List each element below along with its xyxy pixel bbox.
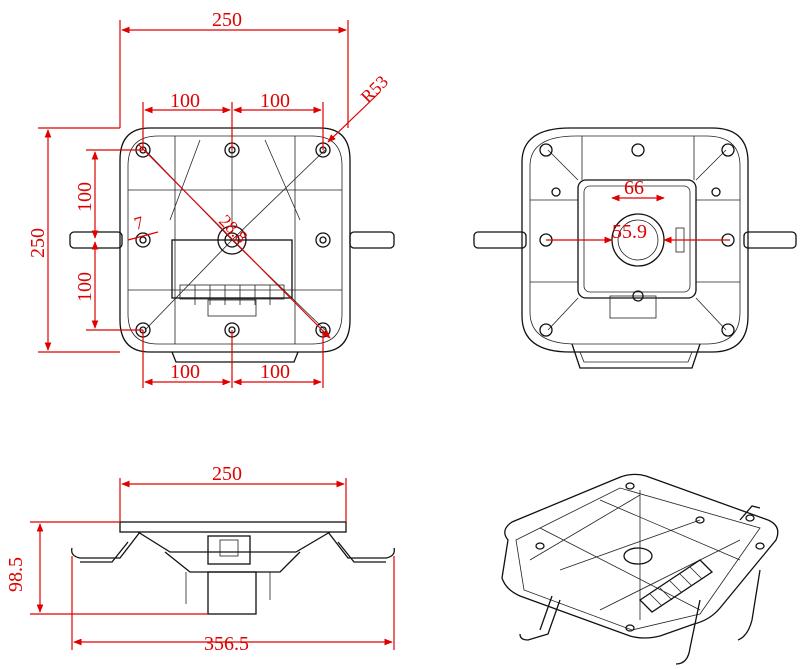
dim-vertical-bottom-100: 100	[74, 272, 96, 302]
right-pin	[349, 231, 395, 249]
dim-bottom-right-100: 100	[260, 361, 290, 383]
dim-vertical-top-100: 100	[74, 182, 96, 212]
mechanism-box	[171, 239, 293, 299]
underside-handle	[571, 343, 701, 369]
underside-view: 66 55.9	[473, 127, 797, 369]
dim-side-356-5: 356.5	[204, 633, 249, 655]
right-hook	[327, 531, 395, 563]
center-bore	[217, 225, 247, 255]
side-view: 250 98.5 356.5	[5, 463, 395, 655]
left-pin	[69, 231, 123, 249]
underside-plate-outline	[521, 127, 749, 353]
plate-outline	[119, 127, 351, 353]
iso-handle	[675, 569, 761, 665]
dim-width-250: 250	[212, 9, 242, 31]
dim-bottom-left-100: 100	[170, 361, 200, 383]
dim-side-98-5: 98.5	[5, 557, 27, 592]
handle	[171, 351, 299, 363]
dim-inner-66: 66	[624, 177, 644, 199]
side-plate	[119, 521, 347, 533]
dim-side-250: 250	[212, 463, 242, 485]
dim-hole-7: 7	[132, 212, 146, 234]
iso-plate-outline	[501, 473, 779, 639]
left-hook	[71, 531, 141, 563]
dim-radius-r53: R53	[357, 71, 392, 106]
dim-top-right-100: 100	[260, 90, 290, 112]
dim-top-left-100: 100	[170, 90, 200, 112]
inner-window	[577, 179, 697, 299]
isometric-view	[501, 473, 779, 665]
plan-dimensions: 250 100 100 100 100 250	[27, 9, 392, 388]
dim-diameter-55-9: 55.9	[612, 221, 647, 243]
dim-height-250: 250	[27, 228, 49, 258]
plan-view: 250 100 100 100 100 250	[27, 9, 395, 388]
